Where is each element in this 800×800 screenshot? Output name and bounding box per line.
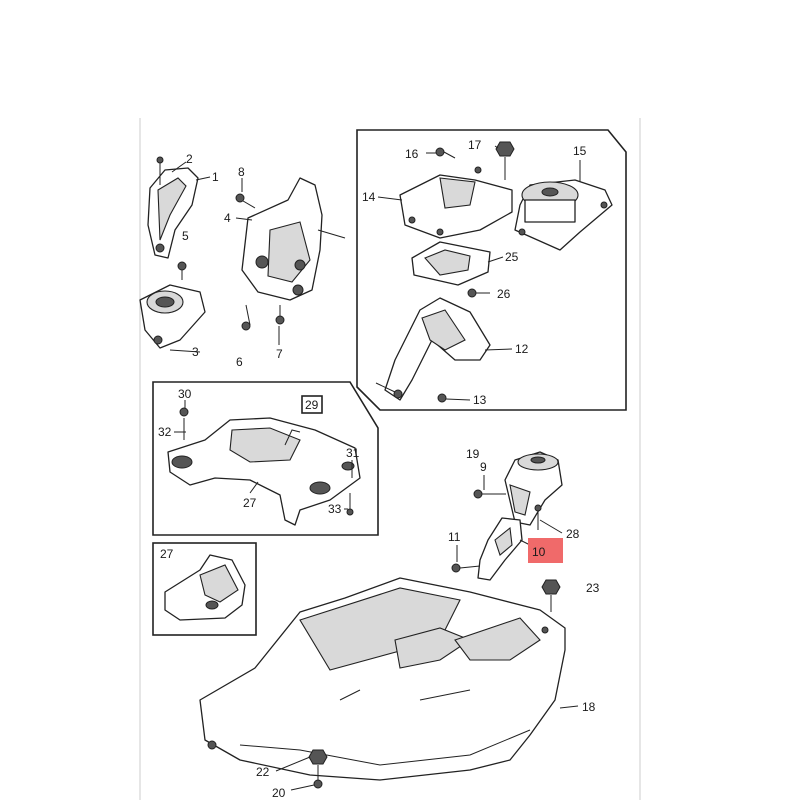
mount-assembly-3 [139,284,206,349]
callout-7: 7 [276,347,283,361]
bolt-26 [467,288,490,298]
callout-29: 29 [305,398,319,412]
bracket-assembly-1-2 [147,156,199,259]
engine-mount-15 [514,179,613,251]
underbody-shield-18 [199,577,566,781]
leader-lines-top-right [375,145,581,393]
bolts-30-32-33 [179,407,354,516]
callout-30: 30 [178,387,192,401]
detail-box-top-right [356,129,627,411]
detail-box-27 [152,542,257,636]
callout-10: 10 [532,545,546,559]
callout-22: 22 [256,765,270,779]
callout-25: 25 [505,250,519,264]
leader-lines-bottom [275,705,579,791]
callout-1: 1 [212,170,219,184]
detail-box-subframe [152,381,379,536]
callout-19: 19 [466,447,480,461]
callout-23: 23 [586,581,600,595]
callout-18: 18 [582,700,596,714]
mount-bracket-14 [399,166,513,239]
callout-6: 6 [236,355,243,369]
leader-lines-right-middle [456,475,563,562]
callout-33: 33 [328,502,342,516]
callout-8: 8 [238,165,245,179]
nut-17 [495,141,515,180]
bolts-11-19-28 [451,489,542,573]
bracket-10 [477,517,523,581]
nut-23 [541,579,561,612]
callout-2: 2 [186,152,193,166]
callout-4: 4 [224,211,231,225]
callout-11: 11 [448,530,461,544]
leader-lines-subframe [174,400,353,510]
engine-mount-bracket-4 [241,177,346,301]
callout-3: 3 [192,345,199,359]
engine-mount-9 [504,451,563,526]
callout-labels: 2 1 5 3 8 4 6 7 16 17 15 14 25 26 12 13 … [158,138,600,800]
callout-27-detail: 27 [160,547,174,561]
callout-15: 15 [573,144,587,158]
callout-17: 17 [468,138,482,152]
bolt-13 [437,393,471,403]
callout-9: 9 [480,460,487,474]
callout-5: 5 [182,229,189,243]
callout-10-highlight [528,538,563,563]
callout-box-29-frame [301,395,323,414]
callout-26: 26 [497,287,511,301]
torque-rod-12 [384,297,491,401]
callout-20: 20 [272,786,286,800]
callout-13: 13 [473,393,487,407]
callout-16: 16 [405,147,419,161]
leader-lines-top-left [169,161,280,353]
callout-27-subframe: 27 [243,496,257,510]
subframe-27 [167,417,361,526]
bracket-27-detail [164,554,246,621]
bolts-6-7-8 [235,193,285,331]
callout-32: 32 [158,425,172,439]
bolt-16 [435,147,456,159]
callout-28: 28 [566,527,580,541]
bolt-5 [177,261,187,280]
callout-31: 31 [346,446,360,460]
callout-12: 12 [515,342,529,356]
callout-14: 14 [362,190,376,204]
insulator-25 [411,241,491,286]
